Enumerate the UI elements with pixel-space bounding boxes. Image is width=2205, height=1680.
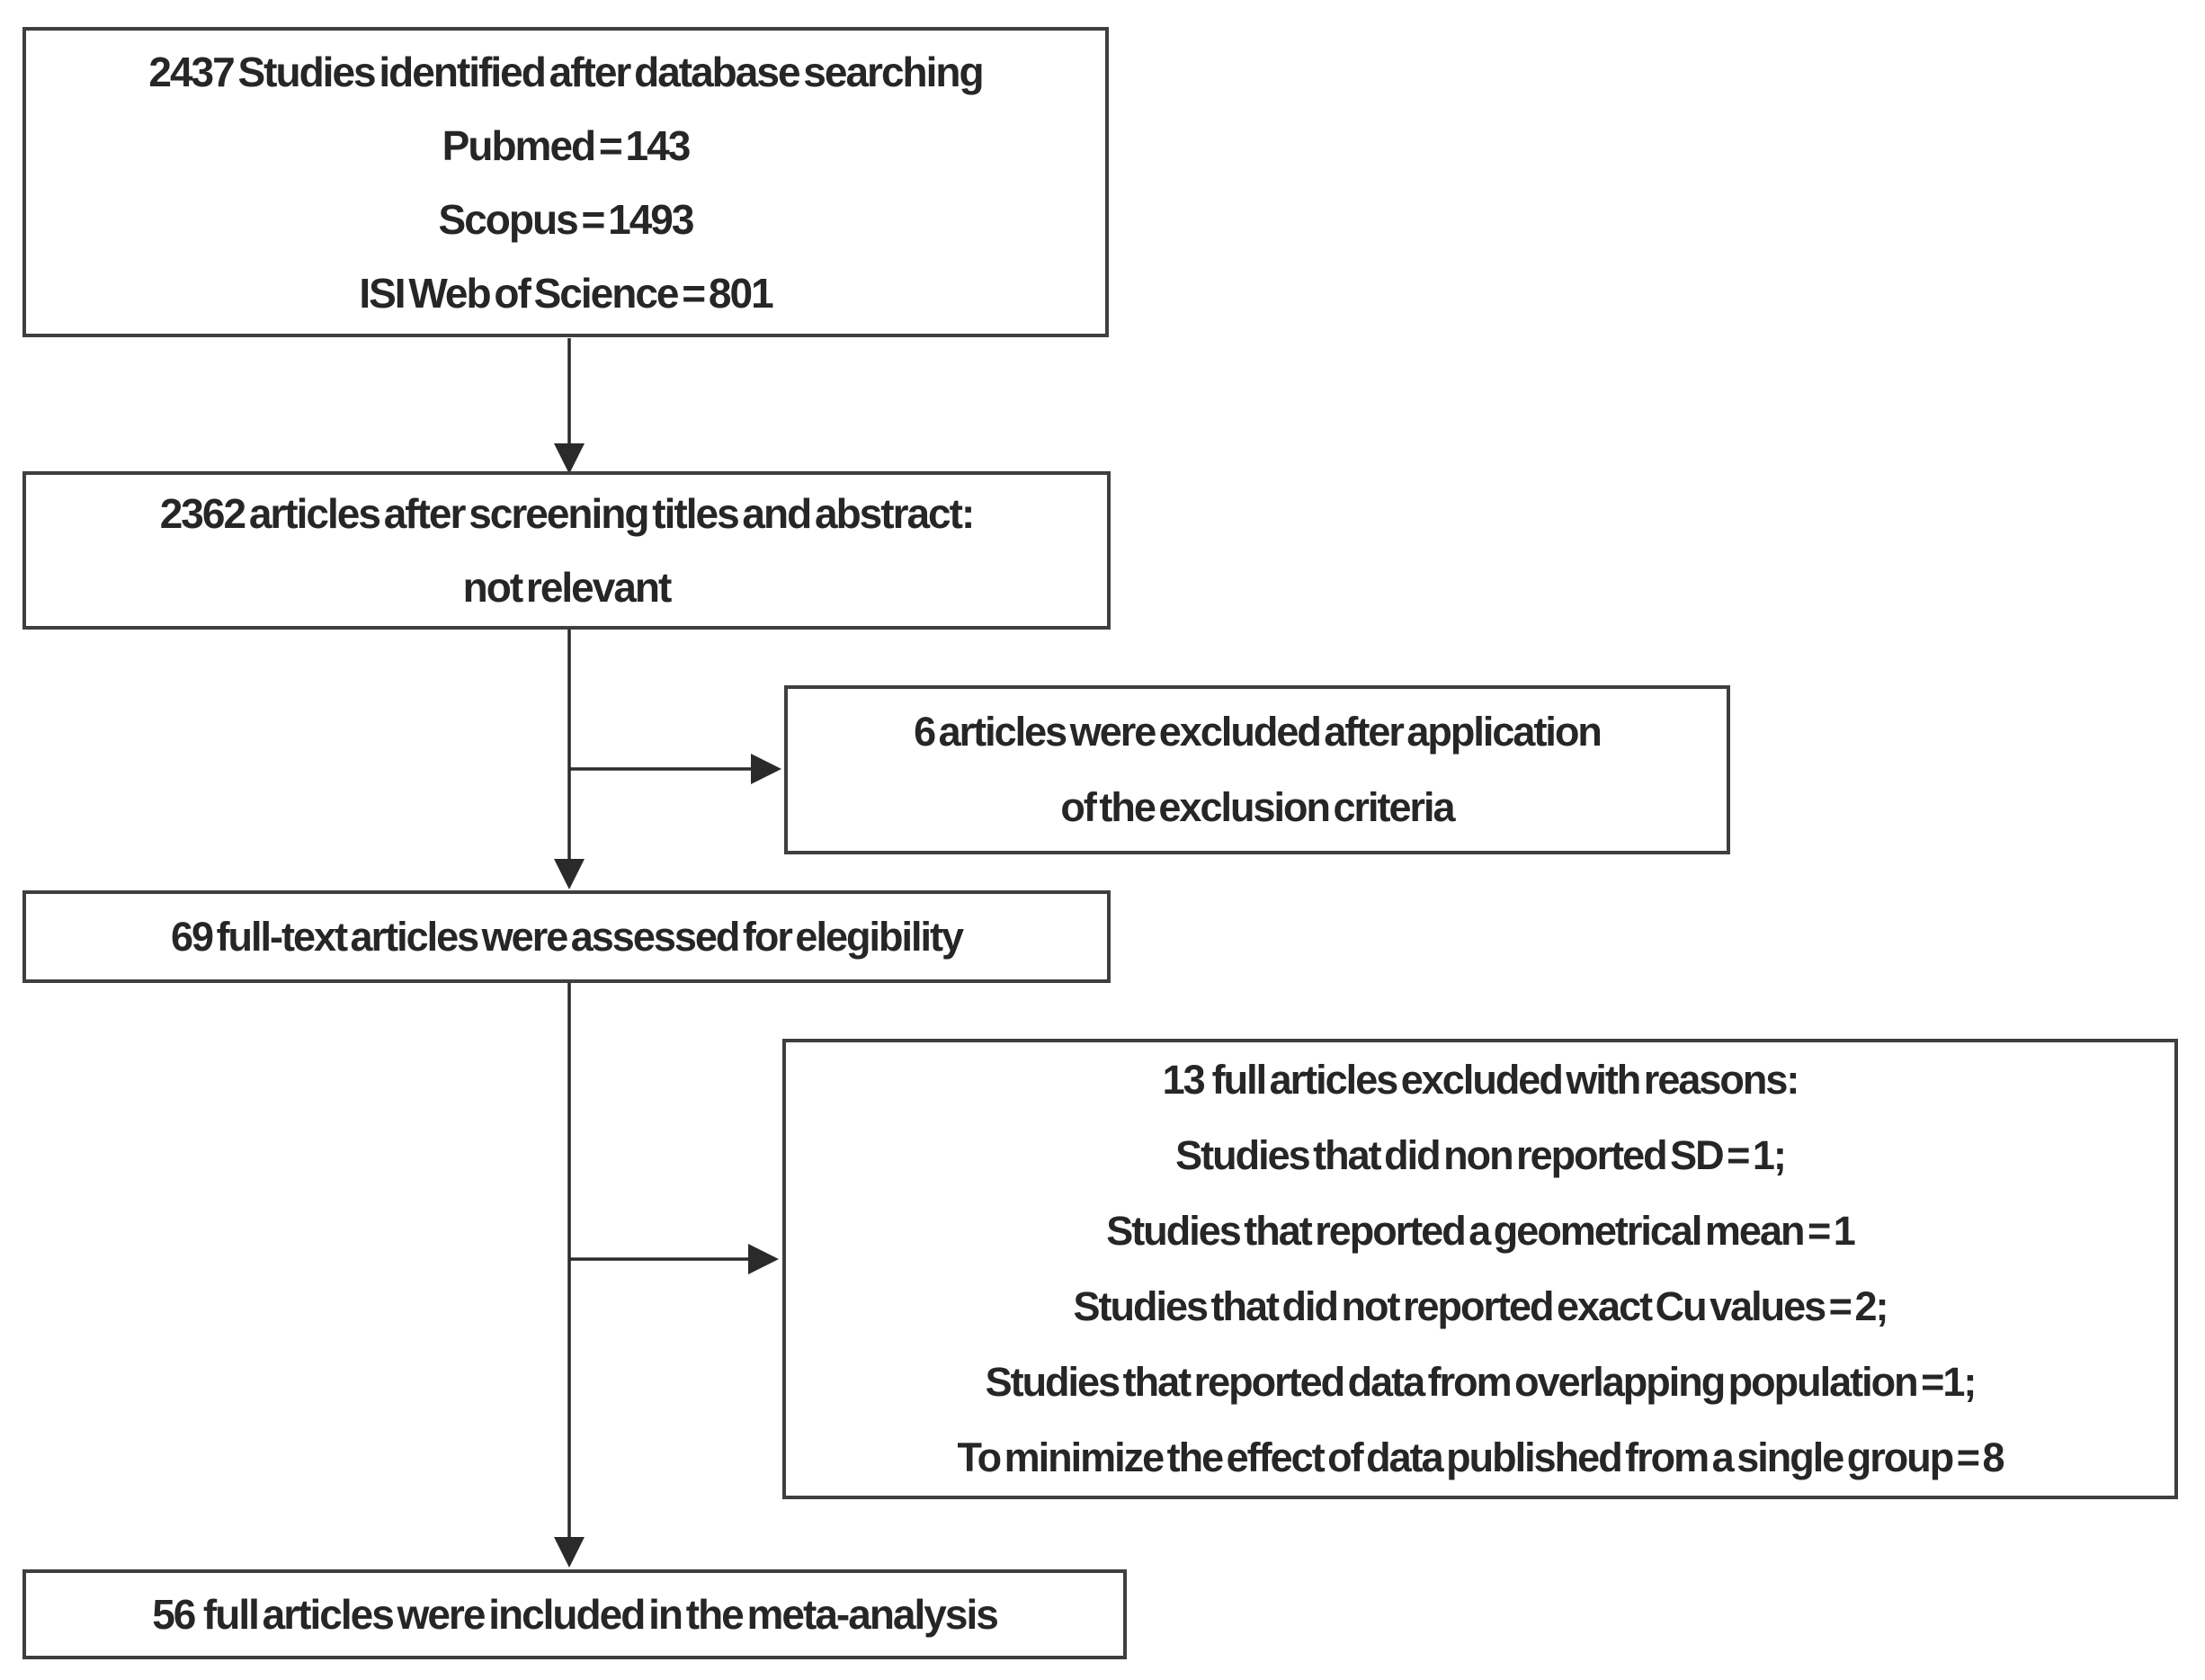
box-line: 13 full articles excluded with reasons:: [1162, 1057, 1800, 1103]
arrow-identified-to-screening: [554, 338, 585, 474]
arrow-branch-to-excluded-criteria: [569, 754, 781, 784]
box-line: Studies that did not reported exact Cu v…: [1073, 1283, 1889, 1329]
box-fulltext-assessed: 69 full-text articles were assessed for …: [22, 890, 1111, 983]
arrow-branch-to-excluded-reasons: [569, 1244, 779, 1274]
box-excluded-with-reasons: 13 full articles excluded with reasons: …: [782, 1039, 2178, 1499]
box-studies-identified: 2437 Studies identified after database s…: [22, 27, 1109, 337]
arrow-fulltext-to-included: [554, 983, 585, 1568]
box-line: Studies that reported data from overlapp…: [985, 1359, 1977, 1405]
box-line: To minimize the effect of data published…: [957, 1434, 2004, 1480]
box-excluded-exclusion-criteria: 6 articles were excluded after applicati…: [784, 685, 1730, 854]
box-line: 2437 Studies identified after database s…: [148, 48, 984, 95]
box-line: 2362 articles after screening titles and…: [159, 490, 976, 537]
box-line: Studies that did non reported SD = 1;: [1175, 1132, 1787, 1178]
box-included-meta-analysis: 56 full articles were included in the me…: [22, 1569, 1127, 1659]
box-line: of the exclusion criteria: [1060, 784, 1455, 830]
box-line: 56 full articles were included in the me…: [152, 1591, 999, 1638]
box-line: Pubmed = 143: [442, 121, 692, 169]
box-line: Studies that reported a geometrical mean…: [1106, 1208, 1856, 1254]
box-screening-titles-abstract: 2362 articles after screening titles and…: [22, 471, 1111, 630]
box-line: ISI Web of Science = 801: [359, 269, 773, 317]
box-line: not relevant: [462, 564, 673, 611]
box-line: 6 articles were excluded after applicati…: [914, 709, 1602, 755]
box-line: Scopus = 1493: [438, 195, 695, 243]
box-line: 69 full-text articles were assessed for …: [171, 913, 964, 960]
arrow-screening-to-fulltext: [554, 630, 585, 889]
